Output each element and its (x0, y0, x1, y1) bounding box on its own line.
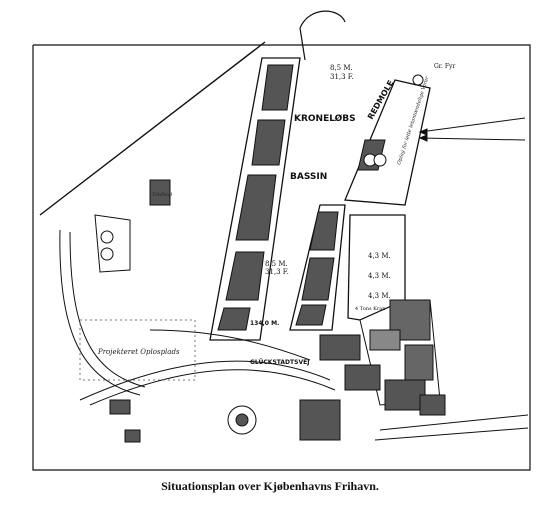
planned-area (79, 319, 196, 381)
label-kran: 4 Tons Kran (355, 306, 386, 312)
label-projekteret: Projekteret Oplosplads (97, 348, 180, 356)
label-street: GLÜCKSTADTSVEJ (250, 359, 309, 366)
pier-west (209, 57, 301, 341)
map-frame (32, 44, 531, 471)
label-gr-fyr: Gr. Fyr (434, 63, 455, 70)
label-depth-mid-ft: 31,3 F. (265, 268, 289, 276)
label-depth-top-ft: 31,3 F. (330, 73, 354, 81)
breakwater (39, 10, 346, 216)
label-bassin: BASSIN (290, 172, 327, 182)
pier-redmole (344, 74, 431, 206)
label-depth-right-1: 4,3 M. (368, 252, 391, 260)
label-depth-mid: 8,5 M. (265, 260, 288, 268)
label-quay-bottom: 134,0 M. (250, 320, 279, 327)
direction-arrows (418, 117, 526, 142)
pier-middle (289, 204, 346, 331)
map-caption: Situationsplan over Kjøbenhavns Frihavn. (161, 479, 379, 493)
label-kronelobs: KRONELØBS (294, 113, 356, 124)
town-blocks (299, 334, 529, 441)
label-depth-right-2: 4,3 M. (368, 272, 391, 280)
label-small-bldg: Toldbod (152, 192, 172, 198)
label-depth-top: 8,5 M. (330, 64, 353, 72)
rail-tracks (59, 229, 336, 406)
pier-southwest (94, 179, 171, 273)
label-depth-right-3: 4,3 M. (368, 292, 391, 300)
south-structures (109, 399, 257, 443)
